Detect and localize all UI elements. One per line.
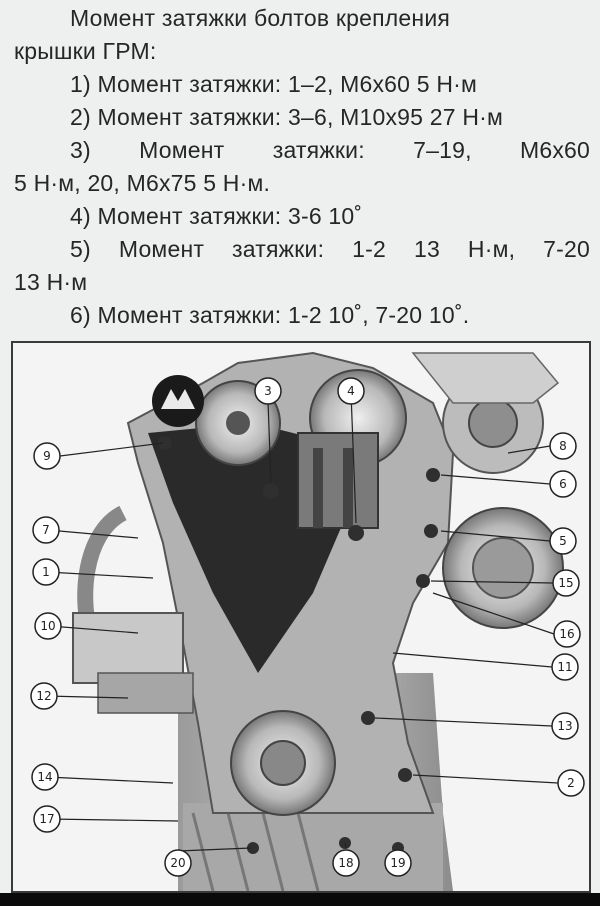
bottom-bar: [0, 893, 600, 906]
callout-6: 6: [559, 477, 567, 491]
engine-timing-cover-figure: 9 7 1 10 12 14 17 3 4 8 6 5 15 16 11 13 …: [11, 341, 591, 893]
callout-19: 19: [390, 856, 405, 870]
callout-3: 3: [264, 384, 272, 398]
callout-2: 2: [567, 776, 575, 790]
callout-13: 13: [557, 719, 572, 733]
callout-14: 14: [37, 770, 52, 784]
callout-16: 16: [559, 627, 574, 641]
spec-item-3-line-2: 5 Н·м, 20, М6х75 5 Н·м.: [14, 170, 271, 196]
spec-item-5-line-2: 13 Н·м: [14, 269, 88, 295]
heading-line-1: Момент затяжки болтов крепления: [70, 5, 451, 31]
callout-leaders: [45, 392, 559, 852]
callout-8: 8: [559, 439, 567, 453]
spec-item-4: 4) Момент затяжки: 3-6 10˚: [70, 203, 363, 229]
callout-4: 4: [347, 384, 355, 398]
spec-item-2: 2) Момент затяжки: 3–6, М10х95 27 Н·м: [70, 104, 504, 130]
callout-20: 20: [170, 856, 185, 870]
callout-7: 7: [42, 523, 50, 537]
callout-5: 5: [559, 534, 567, 548]
callout-18: 18: [338, 856, 353, 870]
heading-line-2: крышки ГРМ:: [14, 38, 157, 64]
callout-1: 1: [42, 565, 50, 579]
callout-9: 9: [43, 449, 51, 463]
callout-10: 10: [40, 619, 55, 633]
bolts: [158, 436, 440, 854]
callout-11: 11: [557, 660, 572, 674]
oil-pan: [183, 803, 443, 891]
callout-17: 17: [39, 812, 54, 826]
engine-illustration: 9 7 1 10 12 14 17 3 4 8 6 5 15 16 11 13 …: [13, 343, 589, 891]
spec-item-3-line-1: 3) Момент затяжки: 7–19, М6х60: [70, 137, 590, 163]
callout-15: 15: [558, 576, 573, 590]
callout-12: 12: [36, 689, 51, 703]
valve-cover-block: [297, 432, 379, 529]
pump-housing: [72, 612, 184, 684]
torque-spec-text: Момент затяжки болтов крепления крышки Г…: [14, 2, 590, 332]
spec-item-1: 1) Момент затяжки: 1–2, М6х60 5 Н·м: [70, 71, 478, 97]
spec-item-6: 6) Момент затяжки: 1-2 10˚, 7-20 10˚.: [70, 302, 470, 328]
spec-item-5-line-1: 5) Момент затяжки: 1-2 13 Н·м, 7-20: [70, 236, 590, 262]
